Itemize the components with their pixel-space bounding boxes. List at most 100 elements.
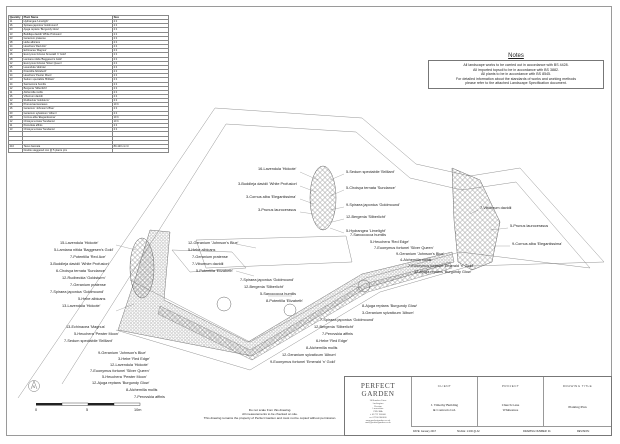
plant-label: 7-Potentilla 'Red Ace': [70, 255, 106, 259]
drawing-date: DATE: January 2017: [413, 430, 437, 433]
plant-label: 5-Hebe albicans: [78, 297, 106, 301]
project-line: Church Lane: [501, 403, 520, 407]
plant-label: 9-Euonymus fortunei 'Emerald 'n' Gold': [270, 360, 336, 364]
notes-line: All plants to be in accordance with BS 8…: [480, 72, 552, 77]
project-heading: PROJECT: [501, 384, 520, 388]
size-cell: 2 lt: [112, 127, 169, 133]
client-cell: CLIENT J. Timothy Building & Contracts L…: [411, 377, 477, 426]
drawing-title: Planting Plan: [568, 405, 587, 409]
notes-line: please refer to the attached Landscape S…: [465, 81, 567, 86]
plant-label: 15-Lavendula 'Hidcote': [60, 241, 99, 245]
plant-label: 7-Spiraea japonica 'Goldmound': [240, 278, 294, 282]
label-leaders: [115, 171, 510, 312]
notes-line: All landscape works to be carried out in…: [463, 63, 569, 68]
plant-label: 8-Potentilla 'Elizabeth': [266, 299, 304, 303]
plant-label: 3-Hebe 'Red Edge': [118, 357, 150, 361]
address-line: t: 01772 700000: [370, 413, 386, 416]
scale-bar: [36, 402, 141, 406]
sheet-border: [6, 6, 612, 436]
notes-title: Notes: [508, 53, 524, 59]
address-line: mail@perfectgarden.co.uk: [365, 422, 391, 425]
plant-label: 5-Sarcococca humilis: [260, 292, 297, 296]
plant-label: 7-Spiraea japonica 'Goldmound': [320, 318, 374, 322]
plant-label: 12-Ajuga reptans 'Burgundy Glow': [414, 270, 472, 274]
size-cell: [112, 147, 169, 154]
project-cell: PROJECT Church Lane Whittestree: [477, 377, 543, 426]
drawing-number: DRAWING NUMBER: 01: [523, 430, 551, 433]
plant-label: 8-Ajuga reptans 'Burgundy Glow': [362, 304, 418, 308]
plant-label: 3-Geranium sylvaticum 'Album': [362, 311, 415, 315]
client-heading: CLIENT: [437, 384, 452, 388]
plant-label: 5-Choisya ternata 'Sundance': [346, 186, 396, 190]
plant-label: 8-Alchemilla mollis: [306, 346, 338, 350]
header-quantity: Quantity: [8, 14, 23, 21]
plant-label: 7-Euonymus fortunei 'Emerald 'n' Gold': [408, 264, 474, 268]
plant-label: 5-Hebe albicans: [188, 248, 216, 252]
plant-label: 7-Spiraea japonica 'Goldmound': [50, 290, 104, 294]
plant-label: 5-Lamiana nitida 'Baggesen's Gold': [54, 248, 114, 252]
client-line: & Contracts Ltd.: [433, 408, 456, 412]
plant-label: 3-Prunus laurocerasus: [258, 208, 297, 212]
notes-line: For detailed information about the stand…: [455, 76, 577, 81]
plant-label: 3-Buddleja davidii 'White Profusion': [238, 182, 298, 186]
plant-label: 13-Echinacea 'Magnus': [66, 325, 106, 329]
plant-label: 12-Geranium 'Johnson's Blue': [188, 241, 239, 245]
scale-label-mid: 5: [86, 408, 89, 412]
plant-label: 5-Sedum spectabile 'Brilliant': [346, 170, 395, 174]
footnote-line: This drawing remains the property of Per…: [203, 415, 337, 420]
footnote-line: Do not scale from this drawing.: [248, 408, 292, 412]
address-line: www.perfectgarden.co.uk: [365, 419, 391, 422]
plant-label: 12-Ajuga reptans 'Burgundy Glow': [92, 381, 150, 385]
plant-label: 5-Hydrangea 'Limelight': [346, 229, 386, 233]
logo-text: PERFECT GARDEN: [360, 382, 396, 398]
plant-label: 9-Cornus alba 'Elegantissima': [512, 242, 562, 246]
plant-label: 7-Euonymus fortunei 'Silver Queen': [374, 246, 434, 250]
plant-label: 12-Rudbeckia 'Goldsturm': [62, 276, 106, 280]
plant-label: 3-Cornus alba 'Elegantissima': [246, 195, 296, 199]
notes-line: All imported topsoil to be in accordance…: [473, 67, 559, 72]
plant-label: 9-Geranium 'Johnson's Blue': [396, 252, 445, 256]
project-line: Whittestree: [502, 408, 519, 412]
plant-label: 12-Lavendula 'Hidcote': [110, 363, 149, 367]
quantity-cell: [8, 147, 23, 154]
plant-label: 7-Sarcococca humilis: [350, 233, 387, 237]
notes-box: All landscape works to be carried out in…: [428, 60, 604, 89]
plant-label: 9-Spiraea japonica 'Goldmound': [346, 203, 400, 207]
plant-label: 7-Geranium pratense: [192, 255, 228, 259]
plant-label: 5-Heuchera 'Pewter Moon': [74, 332, 119, 336]
north-arrow: N: [28, 380, 40, 392]
title-block-footer: DATE: January 2017 SCALE: 1:200 @ A2 DRA…: [411, 426, 611, 437]
address-line: PR5 3BA: [373, 411, 383, 414]
plant-label: 12-Bergenia 'Silberlicht': [314, 325, 354, 329]
address-line: Lancashire: [372, 408, 384, 411]
drawing-title-heading: DRAWING TITLE: [562, 384, 593, 388]
plant-label: 7-Viburnum davidii: [480, 206, 512, 210]
plant-label: 4-Alchemilla mollis: [400, 258, 432, 262]
title-block: PERFECT GARDEN 10 Brookes Drive Lockingt…: [344, 376, 612, 436]
plant-label: 5-Heuchera 'Red Edge': [370, 240, 410, 244]
plant-label: 7-Sedum spectabile 'Brilliant': [64, 339, 113, 343]
plant-label: 7-Viburnum davidii: [192, 262, 224, 266]
plant-label: 7-Perovskia affinis: [322, 332, 353, 336]
planting-beds: [117, 165, 501, 361]
site-boundary: [17, 107, 605, 399]
drawing-revision: REVISION:: [577, 430, 590, 433]
drawing-scale: SCALE: 1:200 @ A2: [457, 430, 480, 433]
plant-label: 16-Lavendula 'Hidcote': [258, 167, 297, 171]
plant-label: 8-Alchemilla mollis: [126, 388, 158, 392]
plant-label: 3-Buddleja davidii 'White Profusion': [50, 262, 110, 266]
plant-label: 12-Geranium sylvaticum 'Album': [282, 353, 337, 357]
drawing-title-cell: DRAWING TITLE Planting Plan: [543, 377, 611, 426]
drawing-footnote: Do not scale from this drawing. All meas…: [186, 408, 354, 420]
company-logo: PERFECT GARDEN 10 Brookes Drive Lockingt…: [345, 377, 411, 437]
plant-label: 5-Potentilla 'Elizabeth': [196, 269, 234, 273]
client-line: J. Timothy Building: [430, 403, 459, 407]
notes-panel: Notes All landscape works to be carried …: [428, 53, 604, 89]
address-line: m: 07700 900000: [369, 416, 387, 419]
hedge-note-cell: Double staggered row @ 5 plants p/m: [22, 147, 113, 154]
